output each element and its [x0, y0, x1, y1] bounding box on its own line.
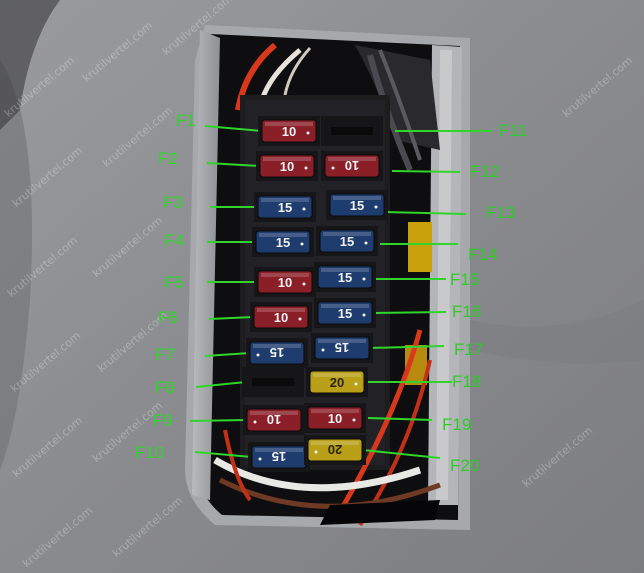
fuse-label-f18: F18 — [452, 372, 482, 391]
fuse-label-f1: F1 — [176, 111, 196, 130]
fuse-rating: 15 — [276, 235, 290, 250]
fuse-right-2: 10 — [321, 151, 383, 181]
fuse-label-f13: F13 — [486, 203, 516, 222]
fuse-rating: 15 — [272, 449, 286, 464]
fuse-right-3: 15 — [326, 190, 388, 220]
fuse-label-f7: F7 — [155, 345, 175, 364]
fuse-label-f4: F4 — [164, 231, 184, 250]
fuse-label-f12: F12 — [470, 162, 500, 181]
fuse-rating: 15 — [278, 200, 292, 215]
fuse-left-3: 15 — [254, 192, 316, 222]
fuse-rating: 15 — [335, 340, 349, 355]
fuse-right-9: 10 — [304, 403, 366, 433]
fuse-right-8: 20 — [306, 367, 368, 397]
fuse-label-f16: F16 — [452, 302, 482, 321]
fuse-label-f11: F11 — [499, 121, 528, 140]
fuse-left-10: 15 — [248, 442, 310, 472]
leader-lines — [189, 125, 492, 459]
fuse-rating: 15 — [338, 270, 352, 285]
fuse-left-2: 10 — [256, 151, 318, 181]
fuse-rating: 10 — [328, 411, 342, 426]
fuse-rating: 10 — [345, 158, 359, 173]
fuse-rating: 10 — [267, 412, 281, 427]
fuse-rating: 15 — [340, 234, 354, 249]
fuse-rating: 15 — [338, 306, 352, 321]
fuse-label-f20: F20 — [450, 456, 480, 475]
fuse-rating: 10 — [280, 159, 294, 174]
fuse-label-f9: F9 — [153, 411, 173, 430]
fuse-label-f3: F3 — [163, 193, 183, 212]
fuse-right-4: 15 — [316, 226, 378, 256]
fuse-right-5: 15 — [314, 262, 376, 292]
fuse-rating: 10 — [278, 275, 292, 290]
fuse-left-1: 10 — [258, 116, 320, 146]
fuse-label-f8: F8 — [155, 378, 175, 397]
fuse-rating: 20 — [328, 442, 342, 457]
fuse-rating: 15 — [350, 198, 364, 213]
fuse-rating: 10 — [274, 310, 288, 325]
fuse-left-7: 15 — [246, 338, 308, 368]
fuse-right-1 — [321, 116, 383, 146]
fuse-label-f14: F14 — [468, 245, 498, 264]
fuse-label-f5: F5 — [164, 273, 184, 292]
fuse-left-9: 10 — [243, 405, 305, 435]
fuse-label-f10: F10 — [135, 443, 165, 462]
fuse-right-6: 15 — [314, 298, 376, 328]
fuse-left-4: 15 — [252, 227, 314, 257]
fuse-label-f19: F19 — [442, 415, 472, 434]
fuse-rating: 15 — [270, 345, 284, 360]
panel-shadow — [0, 60, 32, 470]
fuse-label-f6: F6 — [158, 308, 178, 327]
fuse-left-5: 10 — [254, 267, 316, 297]
fuse-label-f15: F15 — [450, 270, 480, 289]
panel-edge-shadow — [0, 0, 60, 130]
fuse-left-6: 10 — [250, 302, 312, 332]
fuse-rating: 20 — [330, 375, 344, 390]
fuse-label-f2: F2 — [158, 149, 178, 168]
fuse-right-10: 20 — [304, 435, 366, 465]
fuse-left-8 — [242, 367, 304, 397]
fuse-right-7: 15 — [311, 333, 373, 363]
fuse-rating: 10 — [282, 124, 296, 139]
fuse-label-f17: F17 — [454, 340, 484, 359]
